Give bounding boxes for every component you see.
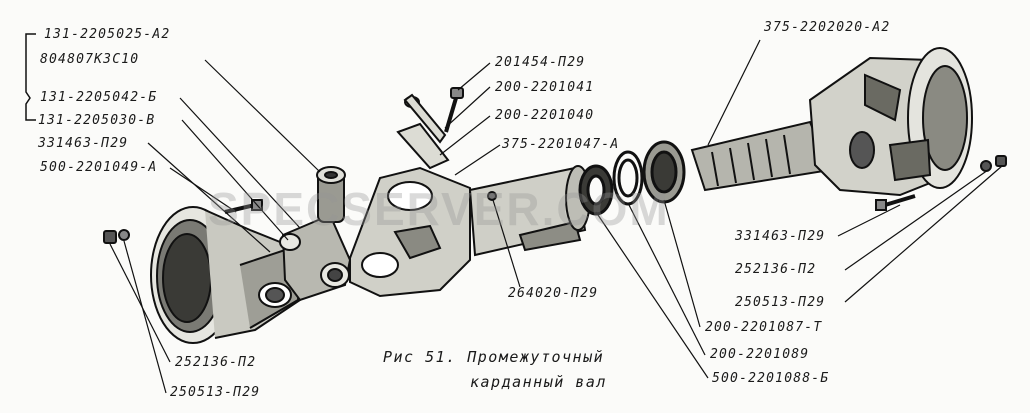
label-bracket: [25, 33, 36, 121]
cross-body: [279, 166, 352, 302]
right-yoke-flange: [808, 47, 973, 197]
figure-caption-line1: Рис 51. Промежуточный: [383, 348, 605, 366]
part-label: 500-2201088-Б: [712, 371, 830, 386]
part-label: 201454-П29: [495, 55, 586, 70]
part-label: 200-2201087-Т: [705, 320, 823, 335]
part-label: 331463-П29: [38, 136, 129, 151]
part-label: 252136-П2: [175, 355, 257, 370]
part-label: 250513-П29: [735, 295, 826, 310]
figure-caption-line2: карданный вал: [470, 373, 607, 391]
yoke: [349, 166, 471, 298]
part-label: 375-2201047-А: [502, 137, 620, 152]
part-label: 331463-П29: [735, 229, 826, 244]
seal-ring-1: [578, 164, 614, 216]
part-label: 252136-П2: [735, 262, 817, 277]
part-label: 131-2205042-Б: [40, 90, 158, 105]
part-label: 200-2201089: [710, 347, 810, 362]
nut-left: [103, 229, 130, 244]
part-label: 375-2202020-А2: [764, 20, 891, 35]
nut-right: [980, 155, 1007, 172]
leader-lines: [109, 39, 1003, 394]
part-label: 131-2205025-А2: [44, 27, 171, 42]
bolt-right: [875, 194, 916, 211]
part-label: 250513-П29: [170, 385, 261, 400]
part-label: 131-2205030-В: [38, 113, 156, 128]
lock-plate: [396, 93, 450, 170]
part-label: 264020-П29: [508, 286, 599, 301]
shaft-tube: [468, 165, 591, 257]
part-label: 200-2201041: [495, 80, 595, 95]
splined-shaft: [690, 120, 832, 192]
part-label: 500-2201049-А: [40, 160, 158, 175]
watermark: SPECSERVER.COM: [208, 183, 670, 235]
part-label: 200-2201040: [495, 108, 595, 123]
part-label: 804807К3С10: [40, 52, 140, 67]
